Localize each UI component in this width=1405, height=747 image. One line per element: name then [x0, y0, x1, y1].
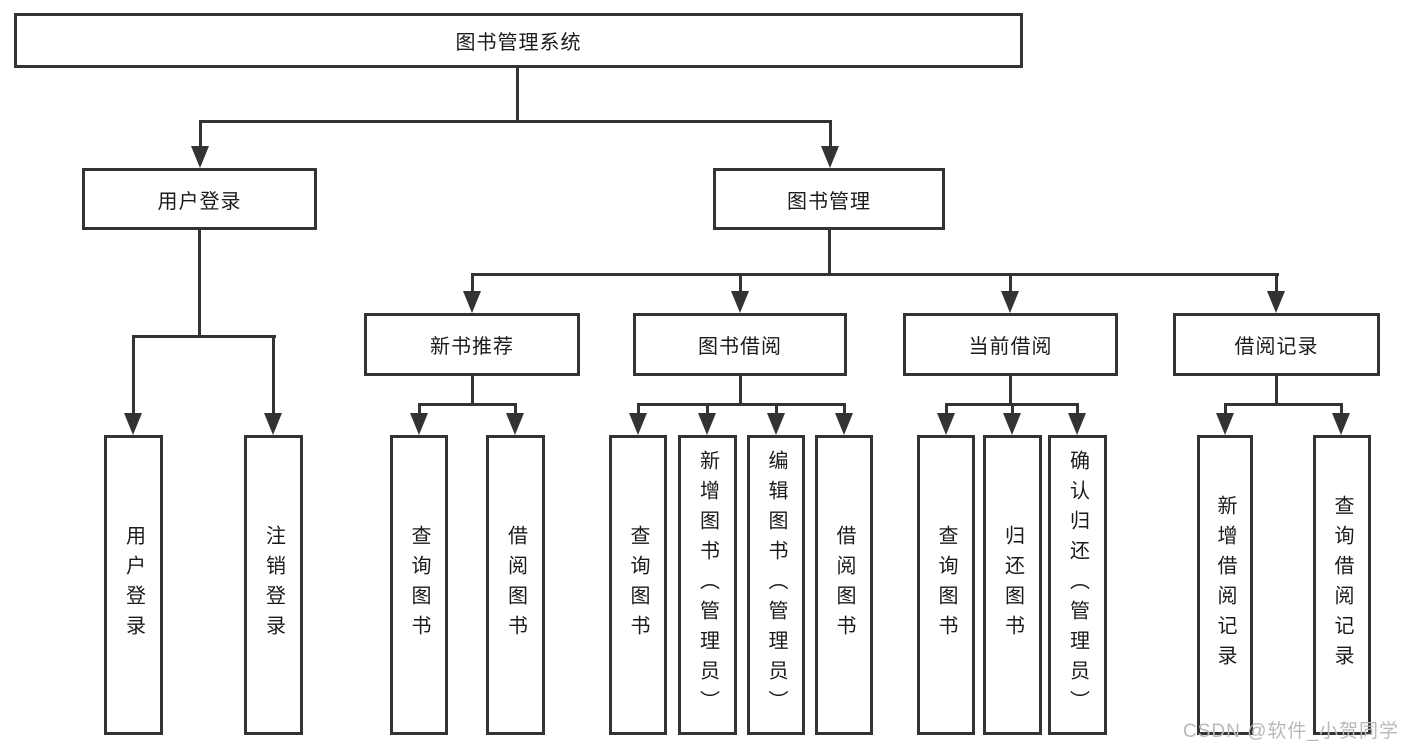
leaf-current-query-books-label: 查询图书: [935, 525, 957, 645]
node-book-management-label: 图书管理: [787, 190, 871, 213]
connector-stem-leaf: [945, 403, 948, 415]
arrow-down-icon: [698, 413, 716, 435]
leaf-edit-books-admin-label: 编辑图书（管理员）: [765, 450, 787, 720]
node-new-book-recommend-label: 新书推荐: [430, 336, 514, 358]
leaf-edit-books-admin: 编辑图书（管理员）: [747, 435, 805, 735]
connector-level3-rail: [471, 273, 1279, 276]
node-book-borrow: 图书借阅: [633, 313, 847, 376]
arrow-down-icon: [1332, 413, 1350, 435]
connector-stem-leaf: [637, 403, 640, 415]
arrow-down-icon: [124, 413, 142, 435]
leaf-add-borrow-record: 新增借阅记录: [1197, 435, 1253, 735]
leaf-confirm-return-admin-label: 确认归还（管理员）: [1066, 450, 1089, 720]
connector-current-stem: [1009, 376, 1012, 403]
leaf-logout-label: 注销登录: [262, 525, 285, 645]
leaf-add-books-admin-label: 新增图书（管理员）: [696, 450, 719, 720]
leaf-query-borrow-record-label: 查询借阅记录: [1331, 495, 1353, 675]
connector-stem-leaf: [1340, 403, 1343, 415]
arrow-down-icon: [1001, 291, 1019, 313]
connector-borrow-stem: [739, 376, 742, 403]
connector-stem-leaf: [1011, 403, 1014, 415]
arrow-down-icon: [410, 413, 428, 435]
leaf-borrow-query-books-label: 查询图书: [627, 525, 649, 645]
leaf-borrow-books: 借阅图书: [815, 435, 873, 735]
arrow-down-icon: [1068, 413, 1086, 435]
connector-stem-user-login: [199, 120, 202, 148]
node-current-borrow: 当前借阅: [903, 313, 1118, 376]
arrow-down-icon: [835, 413, 853, 435]
leaf-recommend-query-books-label: 查询图书: [408, 525, 430, 645]
node-user-login: 用户登录: [82, 168, 317, 230]
connector-stem-records: [1275, 273, 1278, 293]
leaf-borrow-query-books: 查询图书: [609, 435, 667, 735]
node-root-label: 图书管理系统: [455, 32, 582, 54]
arrow-down-icon: [731, 291, 749, 313]
arrow-down-icon: [937, 413, 955, 435]
connector-login-stem: [198, 230, 201, 335]
arrow-down-icon: [191, 146, 209, 168]
leaf-user-login: 用户登录: [104, 435, 163, 735]
arrow-down-icon: [264, 413, 282, 435]
connector-records-stem: [1275, 376, 1278, 403]
connector-stem-leaf: [514, 403, 517, 415]
leaf-current-query-books: 查询图书: [917, 435, 975, 735]
arrow-down-icon: [821, 146, 839, 168]
node-book-borrow-label: 图书借阅: [698, 336, 782, 358]
leaf-recommend-borrow-books: 借阅图书: [486, 435, 545, 735]
node-current-borrow-label: 当前借阅: [968, 336, 1053, 358]
node-user-login-label: 用户登录: [157, 190, 242, 213]
leaf-add-books-admin: 新增图书（管理员）: [678, 435, 737, 735]
leaf-return-books-label: 归还图书: [1001, 525, 1024, 645]
connector-login-rail: [132, 335, 276, 338]
node-new-book-recommend: 新书推荐: [364, 313, 580, 376]
connector-recommend-stem: [471, 376, 474, 403]
connector-stem-leaf: [1224, 403, 1227, 415]
leaf-recommend-query-books: 查询图书: [390, 435, 448, 735]
arrow-down-icon: [1003, 413, 1021, 435]
connector-stem-recommend: [471, 273, 474, 293]
connector-stem-borrow: [739, 273, 742, 293]
connector-stem-leaf: [418, 403, 421, 415]
leaf-recommend-borrow-books-label: 借阅图书: [504, 525, 527, 645]
node-borrow-records: 借阅记录: [1173, 313, 1380, 376]
csdn-watermark: CSDN @软件_小贺同学: [1183, 721, 1399, 742]
connector-stem-leaf: [706, 403, 709, 415]
connector-records-rail: [1224, 403, 1343, 406]
leaf-return-books: 归还图书: [983, 435, 1042, 735]
connector-recommend-rail: [418, 403, 517, 406]
leaf-logout: 注销登录: [244, 435, 303, 735]
connector-borrow-rail: [637, 403, 846, 406]
leaf-query-borrow-record: 查询借阅记录: [1313, 435, 1371, 735]
arrow-down-icon: [463, 291, 481, 313]
connector-stem-leaf: [775, 403, 778, 415]
leaf-add-borrow-record-label: 新增借阅记录: [1214, 495, 1236, 675]
connector-stem-leaf-login-2: [272, 335, 275, 413]
connector-level2-rail: [199, 120, 832, 123]
node-root: 图书管理系统: [14, 13, 1023, 68]
arrow-down-icon: [506, 413, 524, 435]
arrow-down-icon: [629, 413, 647, 435]
connector-stem-leaf-login-1: [132, 335, 135, 413]
connector-stem-leaf: [1076, 403, 1079, 415]
leaf-user-login-label: 用户登录: [122, 525, 145, 645]
connector-stem-current: [1009, 273, 1012, 293]
connector-bookmgmt-stem: [828, 230, 831, 273]
connector-stem-leaf: [843, 403, 846, 415]
leaf-confirm-return-admin: 确认归还（管理员）: [1048, 435, 1107, 735]
connector-stem-book-management: [829, 120, 832, 148]
connector-root-trunk: [516, 68, 519, 120]
arrow-down-icon: [767, 413, 785, 435]
node-book-management: 图书管理: [713, 168, 945, 230]
leaf-borrow-books-label: 借阅图书: [833, 525, 855, 645]
arrow-down-icon: [1267, 291, 1285, 313]
arrow-down-icon: [1216, 413, 1234, 435]
node-borrow-records-label: 借阅记录: [1234, 336, 1319, 358]
